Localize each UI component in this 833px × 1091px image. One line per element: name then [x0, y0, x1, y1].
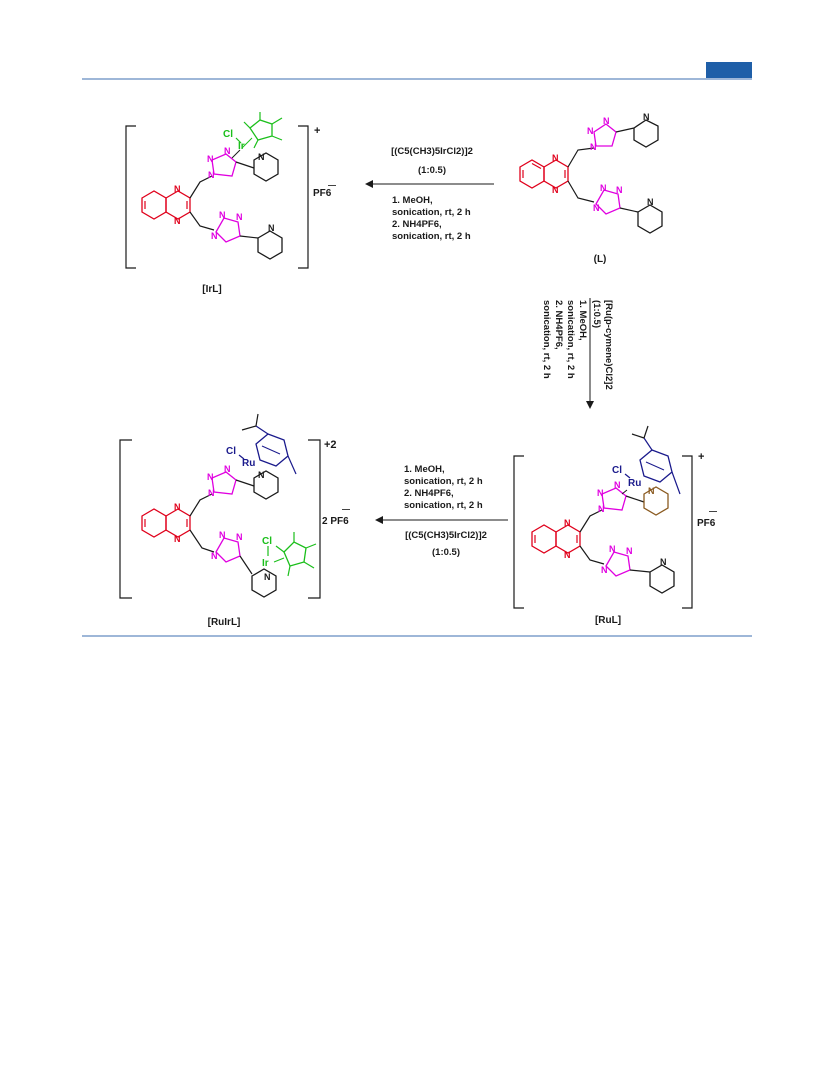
ligand-structure: N N N N N N N N N N: [519, 112, 663, 234]
cond-irl-step2: 2. NH4PF6,: [392, 219, 442, 230]
cond-irl-ratio: (1:0.5): [418, 165, 446, 176]
irl-charge: +: [314, 125, 320, 137]
rul-counterion-charge: —: [709, 507, 717, 516]
chloride-atom: Cl: [612, 465, 622, 476]
atom-n: N: [174, 502, 181, 512]
atom-n: N: [647, 197, 654, 207]
atom-n: N: [211, 231, 218, 241]
header-tab: [706, 62, 752, 78]
ruirl-label: [RuIrL]: [208, 617, 241, 628]
irl-counterion: PF6: [313, 188, 332, 199]
cond-ruirl-step2b: sonication, rt, 2 h: [404, 500, 483, 511]
chloride-atom: Cl: [226, 446, 236, 457]
chloride-atom: Cl: [223, 129, 233, 140]
cond-irl-step1b: sonication, rt, 2 h: [392, 207, 471, 218]
atom-n: N: [236, 532, 243, 542]
cond-rul-reagent: [Ru(p-cymene)Cl2]2: [603, 300, 614, 390]
atom-n: N: [207, 472, 214, 482]
ruirl-charge: +2: [324, 439, 337, 451]
cond-ruirl-step1b: sonication, rt, 2 h: [404, 476, 483, 487]
atom-n: N: [264, 572, 271, 582]
ruirl-structure: N N N N N N Ru Cl N N N N Ir Cl: [119, 413, 321, 599]
cond-rul-ratio: (1:0.5): [591, 300, 602, 328]
atom-n: N: [236, 212, 243, 222]
irl-structure: N N N N N N Ir Cl N N N N: [125, 112, 309, 269]
ruirl-counterion-charge: —: [342, 505, 350, 514]
atom-n: N: [643, 112, 650, 122]
cond-ruirl-step2: 2. NH4PF6,: [404, 488, 454, 499]
atom-n: N: [593, 203, 600, 213]
atom-n: N: [224, 464, 231, 474]
atom-n: N: [648, 486, 655, 496]
rul-charge: +: [698, 451, 704, 463]
atom-n: N: [598, 504, 605, 514]
ruthenium-atom: Ru: [628, 478, 641, 489]
ruirl-counterion: 2 PF6: [322, 516, 349, 527]
atom-n: N: [268, 223, 275, 233]
atom-n: N: [174, 534, 181, 544]
atom-n: N: [174, 184, 181, 194]
cond-ruirl-ratio: (1:0.5): [432, 547, 460, 558]
atom-n: N: [219, 530, 226, 540]
atom-n: N: [590, 142, 597, 152]
atom-n: N: [587, 126, 594, 136]
atom-n: N: [603, 116, 610, 126]
cond-rul-step1b: sonication, rt, 2 h: [565, 300, 576, 379]
atom-n: N: [219, 210, 226, 220]
cond-rul-steps: 1. MeOH, sonication, rt, 2 h 2. NH4PF6, …: [541, 300, 588, 379]
cond-rul-group: [Ru(p-cymene)Cl2]2 (1:0.5): [591, 300, 614, 390]
atom-n: N: [600, 183, 607, 193]
rul-label: [RuL]: [595, 615, 621, 626]
irl-counterion-charge: —: [328, 181, 336, 190]
atom-n: N: [564, 518, 571, 528]
atom-n: N: [211, 551, 218, 561]
atom-n: N: [597, 488, 604, 498]
atom-n: N: [258, 152, 265, 162]
ruthenium-atom: Ru: [242, 458, 255, 469]
cond-rul-step1: 1. MeOH,: [577, 300, 588, 341]
cond-irl-step1: 1. MeOH,: [392, 195, 433, 206]
cond-rul-step2: 2. NH4PF6,: [553, 300, 564, 350]
iridium-atom: Ir: [262, 558, 269, 569]
cond-ruirl-step1: 1. MeOH,: [404, 464, 445, 475]
atom-n: N: [258, 470, 265, 480]
atom-n: N: [207, 154, 214, 164]
atom-n: N: [552, 153, 559, 163]
cond-rul-step2b: sonication, rt, 2 h: [541, 300, 552, 379]
chloride-atom: Cl: [262, 536, 272, 547]
atom-n: N: [208, 488, 215, 498]
atom-n: N: [552, 185, 559, 195]
atom-n: N: [616, 185, 623, 195]
irl-label: [IrL]: [202, 284, 221, 295]
cond-ruirl-reagent: [(C5(CH3)5IrCl2)]2: [405, 530, 487, 541]
atom-n: N: [174, 216, 181, 226]
atom-n: N: [609, 544, 616, 554]
atom-n: N: [660, 557, 667, 567]
atom-n: N: [614, 480, 621, 490]
atom-n: N: [601, 565, 608, 575]
atom-n: N: [564, 550, 571, 560]
iridium-atom: Ir: [238, 141, 245, 152]
rul-structure: N N N N N N Ru Cl N N N N: [513, 425, 693, 609]
rul-counterion: PF6: [697, 518, 716, 529]
cond-irl-reagent: [(C5(CH3)5IrCl2)]2: [391, 146, 473, 157]
atom-n: N: [626, 546, 633, 556]
ligand-label: (L): [594, 254, 607, 265]
atom-n: N: [224, 146, 231, 156]
atom-n: N: [208, 170, 215, 180]
cond-irl-step2b: sonication, rt, 2 h: [392, 231, 471, 242]
